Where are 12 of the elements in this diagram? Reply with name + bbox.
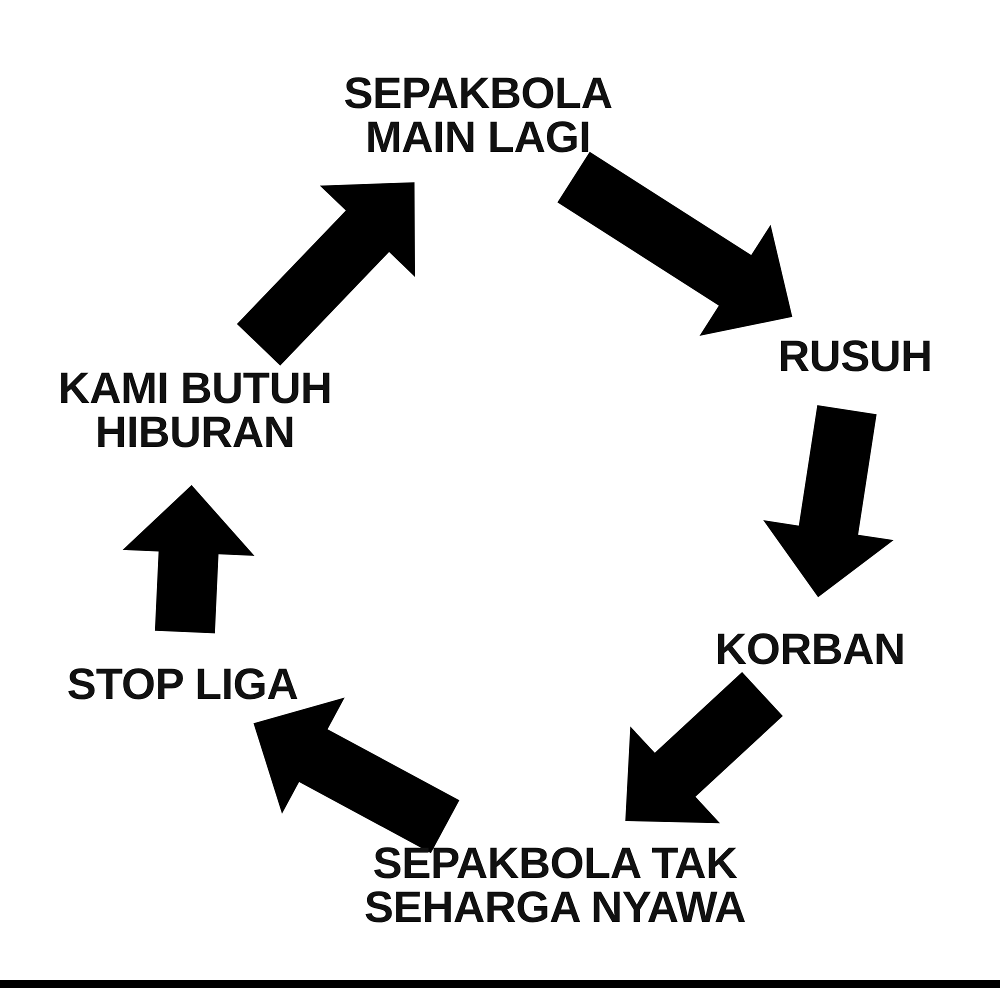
block-arrow: [763, 405, 894, 598]
step-label: KORBAN: [714, 628, 906, 672]
block-arrow: [254, 698, 460, 854]
step-label: KAMI BUTUH HIBURAN: [57, 367, 333, 455]
step-label: SEPAKBOLA MAIN LAGI: [342, 72, 614, 160]
step-label: RUSUH: [778, 335, 932, 379]
step-label: SEPAKBOLA TAK SEHARGA NYAWA: [363, 842, 747, 930]
block-arrow: [122, 485, 254, 634]
block-arrow: [557, 152, 792, 336]
block-arrow: [236, 182, 415, 366]
step-label: STOP LIGA: [66, 663, 298, 707]
block-arrow: [625, 672, 783, 824]
